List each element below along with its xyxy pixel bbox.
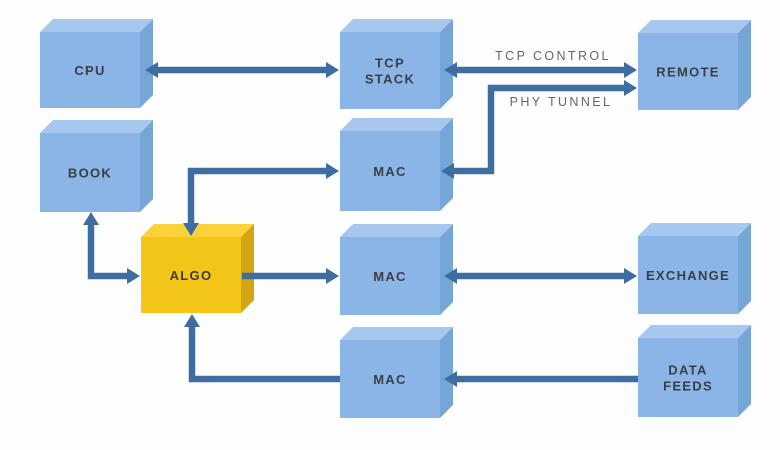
arrowhead-icon [326,62,339,78]
edges-layer [83,62,638,387]
node-label-book: BOOK [68,166,112,181]
mac-exchange-front-face [340,237,440,315]
arrowhead-icon [326,163,339,179]
node-remote: REMOTE [638,20,751,110]
book-front-face [40,133,140,212]
book-top-face [40,120,153,133]
edge-label-remote-macphy: PHY TUNNEL [510,95,613,109]
arrowhead-icon [83,212,99,225]
node-label-algo: ALGO [170,268,213,283]
node-exchange: EXCHANGE [638,223,751,314]
arrowhead-icon [444,268,457,284]
mac-feeds-side-face [440,327,453,418]
tcp-stack-front-face [340,32,440,109]
edge-remote-macphy [441,80,637,179]
edge-algo-macphy [183,163,339,236]
arrowhead-icon [624,268,637,284]
mac-phy-front-face [340,131,440,211]
edge-label-tcp-remote: TCP CONTROL [495,49,611,63]
arrowhead-icon [326,268,339,284]
node-algo: ALGO [141,224,254,313]
node-label-remote: REMOTE [656,65,719,80]
arrowhead-icon [444,62,457,78]
arrowhead-icon [184,314,200,327]
node-mac-exchange: MAC [340,224,453,315]
edge-line-remote-macphy [452,84,626,175]
edge-macexchange-exchange [444,268,637,284]
node-label-mac-feeds: MAC [373,372,407,387]
mac-exchange-side-face [440,224,453,315]
node-mac-feeds: MAC [340,327,453,418]
arrowhead-icon [145,62,158,78]
remote-front-face [638,33,738,110]
node-book: BOOK [40,120,153,212]
node-label-cpu: CPU [74,63,105,78]
cpu-side-face [140,19,153,108]
arrowhead-icon [624,80,637,96]
data-feeds-top-face [638,325,751,338]
algo-top-face [141,224,254,237]
edge-tcp-remote [444,62,637,78]
book-side-face [140,120,153,212]
cpu-top-face [40,19,153,32]
edge-line-macfeeds-algo [188,325,340,383]
tcp-stack-side-face [440,19,453,109]
mac-exchange-top-face [340,224,453,237]
arrowhead-icon [441,163,454,179]
exchange-top-face [638,223,751,236]
edge-book-algo [83,212,140,284]
edge-labels-layer: TCP CONTROL PHY TUNNEL [495,49,613,109]
mac-phy-top-face [340,118,453,131]
data-feeds-front-face [638,338,738,417]
edge-line-book-algo [87,223,129,280]
edge-datafeeds-macfeeds [444,371,638,387]
mac-phy-side-face [440,118,453,211]
mac-feeds-front-face [340,340,440,418]
edge-algo-macexchange [242,268,339,284]
edge-macfeeds-algo [184,314,340,383]
arrowhead-icon [444,371,457,387]
node-mac-phy: MAC [340,118,453,211]
data-feeds-side-face [738,325,751,417]
exchange-side-face [738,223,751,314]
arrowhead-icon [183,223,199,236]
mac-feeds-top-face [340,327,453,340]
algo-side-face [241,224,254,313]
exchange-front-face [638,236,738,314]
remote-top-face [638,20,751,33]
remote-side-face [738,20,751,110]
tcp-stack-top-face [340,19,453,32]
edge-cpu-tcp [145,62,339,78]
node-label-mac-phy: MAC [373,164,407,179]
arrowhead-icon [127,268,140,284]
node-cpu: CPU [40,19,153,108]
edge-line-algo-macphy [187,167,328,225]
arrowhead-icon [624,62,637,78]
algo-front-face [141,237,241,313]
node-label-mac-exchange: MAC [373,269,407,284]
cpu-front-face [40,32,140,108]
node-label-exchange: EXCHANGE [646,268,730,283]
